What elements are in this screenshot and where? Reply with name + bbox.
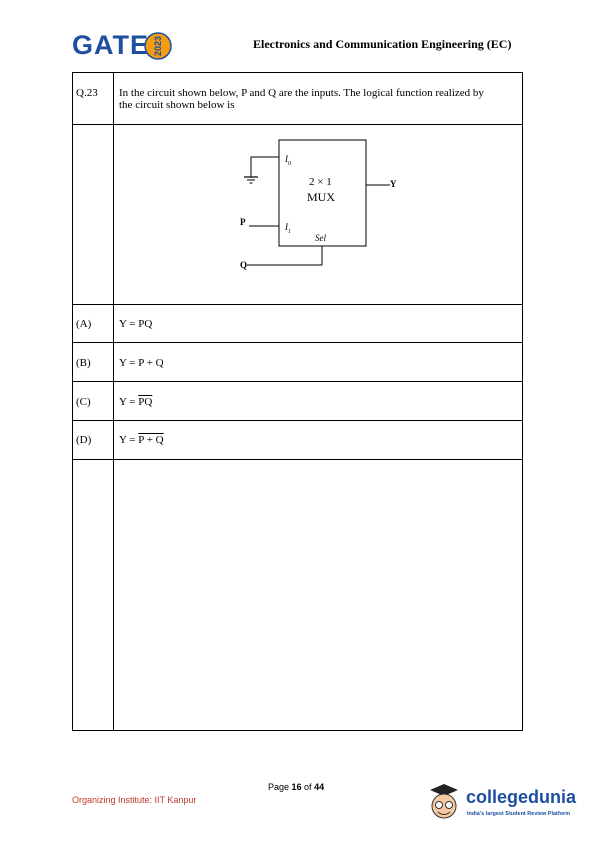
option-a-text: Y = PQ <box>119 318 153 330</box>
option-b-label: (B) <box>76 357 91 369</box>
organizing-institute: Organizing Institute: IIT Kanpur <box>72 795 197 805</box>
sel-wire <box>247 246 323 266</box>
mux-size-label: 2 × 1 <box>309 176 332 188</box>
row-divider <box>72 381 522 382</box>
option-c-label: (C) <box>76 396 91 408</box>
option-b-text: Y = P + Q <box>119 357 164 369</box>
badge-circle-icon <box>144 32 172 60</box>
row-divider <box>72 342 522 343</box>
question-text-line2: the circuit shown below is <box>119 99 235 111</box>
gate-logo: GATE <box>72 30 149 60</box>
option-d-label: (D) <box>76 434 92 446</box>
collegedunia-mascot-icon <box>430 784 458 819</box>
mux-name-label: MUX <box>307 190 336 204</box>
option-c-text: Y = PQ <box>119 396 153 408</box>
i0-wire <box>250 156 279 177</box>
collegedunia-tagline: India's largest Student Review Platform <box>467 811 571 817</box>
question-number: Q.23 <box>76 87 98 99</box>
gate-year-badge: 2023 <box>142 30 174 62</box>
collegedunia-brand: collegedunia <box>466 787 577 807</box>
question-table <box>72 72 523 731</box>
option-d-text: Y = P + Q <box>119 434 164 446</box>
page-indicator: Page 16 of 44 <box>268 782 325 792</box>
output-y-label: Y <box>390 179 397 189</box>
paper-title: Electronics and Communication Engineerin… <box>253 37 512 51</box>
row-divider <box>72 304 522 305</box>
table-divider <box>113 72 114 730</box>
row-divider <box>72 420 522 421</box>
input-i1-label: I1 <box>285 222 291 235</box>
sel-label: Sel <box>315 233 326 243</box>
mux-circuit-diagram <box>244 139 390 266</box>
input-q-label: Q <box>240 260 248 270</box>
input-p-label: P <box>240 217 246 227</box>
row-divider <box>72 459 522 460</box>
option-a-label: (A) <box>76 318 92 330</box>
mux-box <box>278 139 367 247</box>
gate-year: 2023 <box>153 35 163 57</box>
input-i0-label: I0 <box>285 154 291 167</box>
row-divider <box>72 124 522 125</box>
question-text-line1: In the circuit shown below, P and Q are … <box>119 87 484 99</box>
